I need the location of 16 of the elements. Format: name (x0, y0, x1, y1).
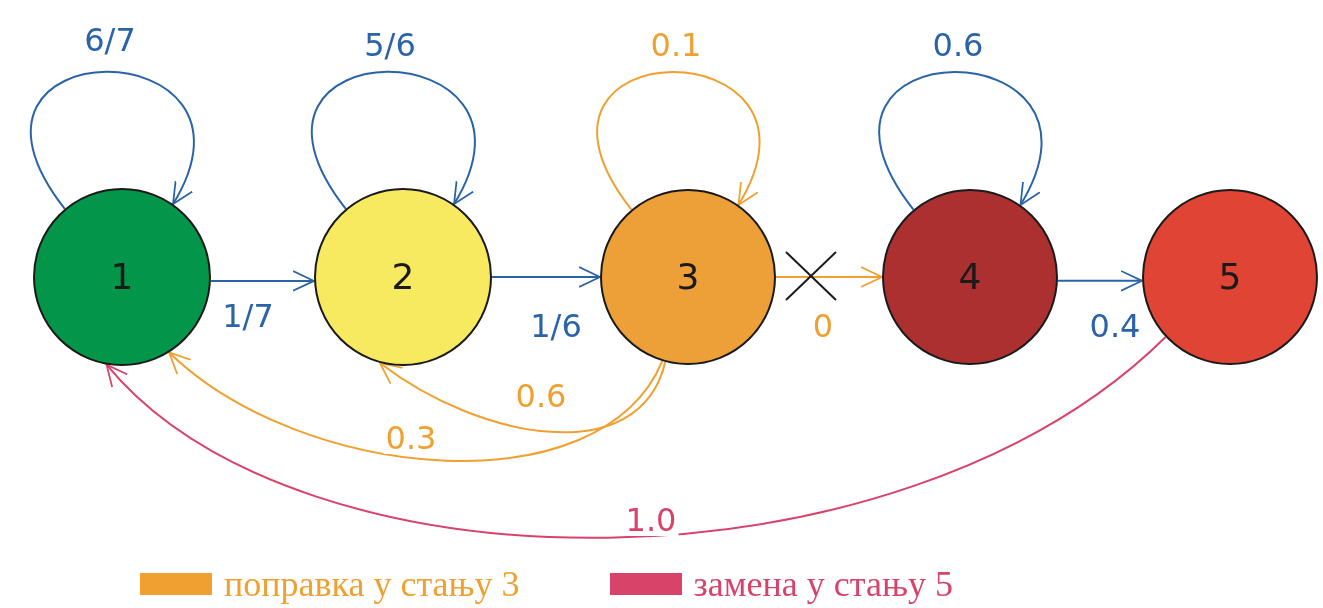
state-number: 4 (958, 259, 982, 295)
state-number: 3 (676, 259, 700, 295)
arrow (105, 336, 1167, 539)
state-number: 5 (1218, 259, 1242, 295)
arrow (168, 351, 664, 462)
arrow (596, 71, 760, 211)
arrow (775, 266, 883, 288)
arrow (310, 70, 475, 210)
state-number: 2 (391, 259, 415, 295)
arrow (878, 71, 1042, 211)
arrow (491, 266, 601, 288)
arrow (378, 361, 667, 433)
state-number: 1 (110, 259, 134, 295)
arrow (29, 70, 194, 210)
legend-label: поправка у стању 3 (224, 566, 520, 602)
legend-label: замена у стању 5 (693, 566, 953, 602)
